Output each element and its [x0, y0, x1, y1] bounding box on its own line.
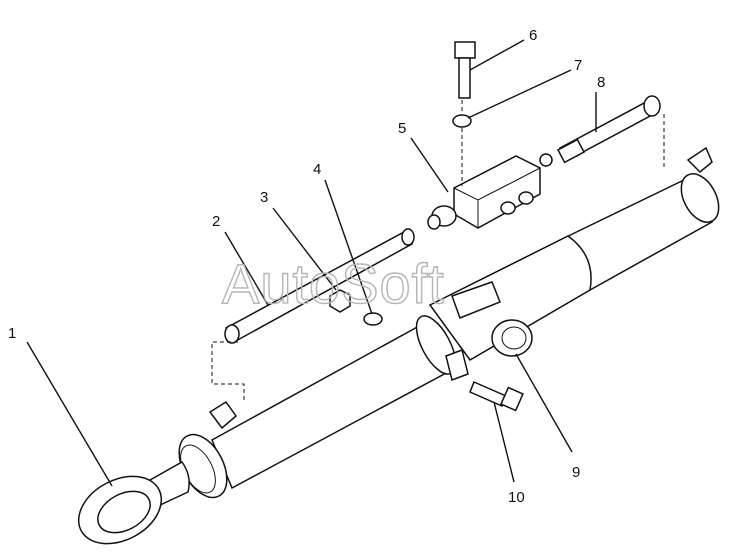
callout-labels: 1 2 3 4 5 6 7 8 9 10: [8, 27, 605, 506]
valve-block-5: [427, 153, 553, 230]
cylinder-rear-cap: [680, 173, 720, 223]
callout-10: 10: [508, 489, 525, 506]
nut-3: [329, 289, 351, 313]
hose-8: [556, 95, 661, 164]
washer-7: [452, 114, 472, 128]
leader-9: [515, 353, 573, 453]
cylinder-tube-front: [211, 319, 450, 490]
leader-1: [26, 341, 113, 487]
cylinder-tube-middle: [428, 235, 592, 361]
leader-3: [272, 207, 337, 291]
rod-eye-bore: [97, 490, 151, 534]
callout-6: 6: [529, 27, 537, 44]
watermark: AutoSoft: [222, 252, 445, 315]
leader-10: [493, 401, 515, 483]
leader-6: [469, 39, 525, 71]
cylinder-assembly: [77, 146, 720, 545]
leader-7: [467, 69, 572, 119]
leader-2: [224, 231, 269, 306]
callout-3: 3: [260, 189, 268, 206]
callout-9: 9: [572, 464, 580, 481]
leader-4: [324, 179, 373, 315]
leader-lines: [26, 39, 597, 487]
callout-2: 2: [212, 213, 220, 230]
callout-5: 5: [398, 120, 406, 137]
hose-pipe-2: [224, 228, 415, 344]
side-port-bore: [501, 326, 527, 350]
callout-1: 1: [8, 325, 16, 342]
mount-bracket-lower: [445, 349, 469, 381]
rear-elbow-fitting: [686, 146, 713, 174]
assembly-guide-lines: [211, 100, 665, 400]
front-elbow-fitting: [208, 400, 238, 430]
callout-4: 4: [313, 161, 321, 178]
bolt-6: [454, 41, 476, 99]
callout-8: 8: [597, 74, 605, 91]
bolt-10: [469, 381, 524, 412]
washer-4: [363, 312, 383, 326]
side-port-boss: [491, 319, 533, 357]
leader-5: [410, 137, 449, 193]
mount-bracket: [451, 281, 501, 319]
callout-7: 7: [574, 57, 582, 74]
